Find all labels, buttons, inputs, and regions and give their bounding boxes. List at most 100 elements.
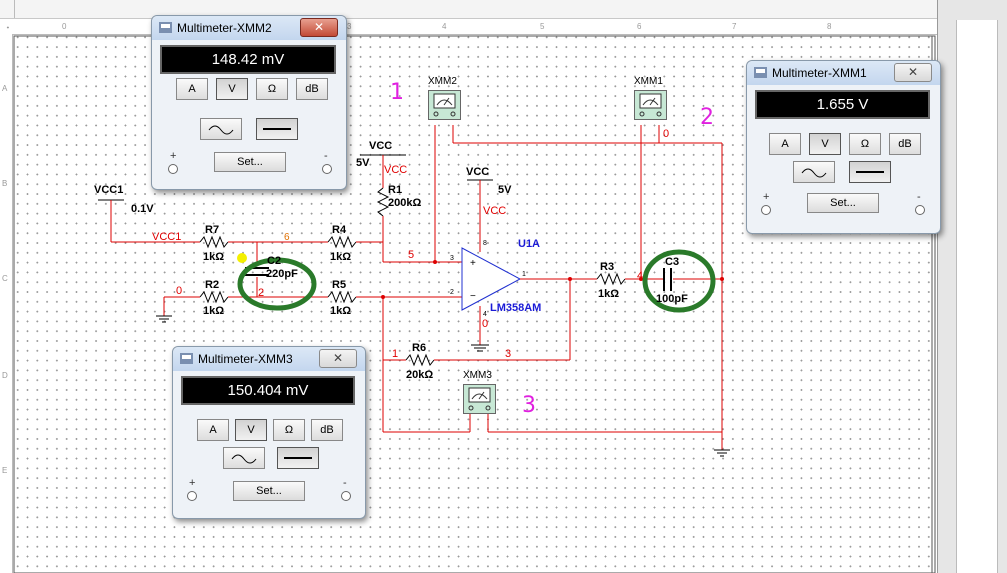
ohmmeter-button[interactable]: Ω (849, 133, 881, 155)
set-button[interactable]: Set... (807, 193, 879, 213)
plus-terminal[interactable] (187, 491, 197, 501)
dc-mode-button[interactable] (277, 447, 319, 469)
minus-terminal[interactable] (341, 491, 351, 501)
multimeter-xmm1-window[interactable]: Multimeter-XMM1 ✕ 1.655 V A V Ω dB Set..… (746, 60, 941, 234)
left-ruler: A B C D E (0, 34, 13, 573)
xmm2-instrument[interactable] (428, 90, 461, 120)
minus-terminal[interactable] (322, 164, 332, 174)
node-6: 6 (284, 232, 290, 243)
title-bar[interactable]: Multimeter-XMM2 ✕ (152, 16, 346, 40)
node-0a: 0 (176, 285, 183, 297)
node-0b: 0 (482, 318, 489, 330)
vcc-op-net: VCC (483, 205, 507, 217)
title-bar[interactable]: Multimeter-XMM3 ✕ (173, 347, 365, 371)
annotation-1: 1 (390, 80, 404, 105)
ruler-mark: 5 (540, 22, 545, 31)
close-button[interactable]: ✕ (300, 18, 338, 37)
decibel-button[interactable]: dB (296, 78, 328, 100)
pin-2: 2 (450, 289, 454, 296)
ruler-mark: 3 (347, 22, 352, 31)
dc-line-icon (263, 128, 291, 130)
ac-mode-button[interactable] (793, 161, 835, 183)
multimeter-icon (754, 67, 767, 78)
r6-name: R6 (412, 342, 427, 354)
window-title: Multimeter-XMM2 (177, 21, 272, 35)
svg-text:−: − (470, 291, 476, 302)
r2-name: R2 (205, 279, 220, 291)
plus-terminal[interactable] (761, 205, 771, 215)
c3-value: 100pF (656, 293, 688, 305)
voltmeter-button[interactable]: V (235, 419, 267, 441)
multimeter-xmm3-window[interactable]: Multimeter-XMM3 ✕ 150.404 mV A V Ω dB Se… (172, 346, 366, 519)
circuit-wires: + − (13, 35, 936, 573)
annotation-2: 2 (700, 105, 714, 130)
node-1: 1 (392, 348, 399, 360)
xmm1-instrument[interactable] (634, 90, 667, 120)
plus-terminal-label: + (170, 150, 177, 162)
title-bar[interactable]: Multimeter-XMM1 ✕ (747, 61, 940, 85)
minus-terminal-label: - (343, 477, 347, 489)
ruler-mark: 0 (62, 22, 67, 31)
reading-display: 1.655 V (755, 90, 930, 119)
plus-terminal-label: + (763, 191, 770, 203)
xmm3-instrument[interactable] (463, 384, 496, 414)
c2-value: 220pF (266, 268, 298, 280)
r4-name: R4 (332, 224, 347, 236)
ammeter-button[interactable]: A (176, 78, 208, 100)
pin-3: 3 (450, 255, 454, 262)
voltmeter-button[interactable]: V (809, 133, 841, 155)
node-5: 5 (408, 249, 415, 261)
annotation-3: 3 (522, 393, 536, 418)
plus-terminal[interactable] (168, 164, 178, 174)
ammeter-button[interactable]: A (197, 419, 229, 441)
close-button[interactable]: ✕ (319, 349, 357, 368)
r2-value: 1kΩ (203, 305, 225, 317)
dc-line-icon (856, 171, 884, 173)
window-title: Multimeter-XMM1 (772, 66, 867, 80)
ac-mode-button[interactable] (223, 447, 265, 469)
ac-wave-icon (231, 454, 257, 464)
set-button[interactable]: Set... (214, 152, 286, 172)
r7-name: R7 (205, 224, 220, 236)
pin-8: 8 (483, 240, 487, 247)
vcc-top-value: 5V (356, 157, 370, 169)
dc-line-icon (284, 457, 312, 459)
r7-value: 1kΩ (203, 251, 225, 263)
vcc-op-value: 5V (498, 184, 512, 196)
decibel-button[interactable]: dB (311, 419, 343, 441)
svg-text:+: + (470, 258, 476, 269)
xmm3-label: XMM3 (463, 370, 492, 381)
decibel-button[interactable]: dB (889, 133, 921, 155)
vcc1-name: VCC1 (94, 184, 124, 196)
ac-wave-icon (801, 168, 827, 178)
ruler-mark: B (2, 179, 8, 188)
dc-mode-button[interactable] (849, 161, 891, 183)
voltmeter-button[interactable]: V (216, 78, 248, 100)
ohmmeter-button[interactable]: Ω (273, 419, 305, 441)
pin-4: 4 (483, 311, 487, 318)
close-button[interactable]: ✕ (894, 63, 932, 82)
ac-wave-icon (208, 125, 234, 135)
window-title: Multimeter-XMM3 (198, 352, 293, 366)
vcc1-net: VCC1 (152, 231, 182, 243)
reading-display: 148.42 mV (160, 45, 336, 74)
ruler-mark: 8 (827, 22, 832, 31)
right-scroll-panel[interactable] (937, 0, 1007, 573)
r1-value: 200kΩ (388, 197, 422, 209)
multimeter-icon (180, 353, 193, 364)
minus-terminal[interactable] (915, 205, 925, 215)
ac-mode-button[interactable] (200, 118, 242, 140)
window-top-bar (0, 0, 937, 19)
c3-name: C3 (665, 256, 680, 268)
ruler-mark: D (2, 371, 8, 380)
r3-name: R3 (600, 261, 615, 273)
ruler-mark: 4 (442, 22, 447, 31)
r5-value: 1kΩ (330, 305, 352, 317)
multimeter-xmm2-window[interactable]: Multimeter-XMM2 ✕ 148.42 mV A V Ω dB Set… (151, 15, 347, 190)
vcc-op-name: VCC (466, 166, 490, 178)
ohmmeter-button[interactable]: Ω (256, 78, 288, 100)
pin-1: 1 (522, 271, 526, 278)
ammeter-button[interactable]: A (769, 133, 801, 155)
dc-mode-button[interactable] (256, 118, 298, 140)
set-button[interactable]: Set... (233, 481, 305, 501)
